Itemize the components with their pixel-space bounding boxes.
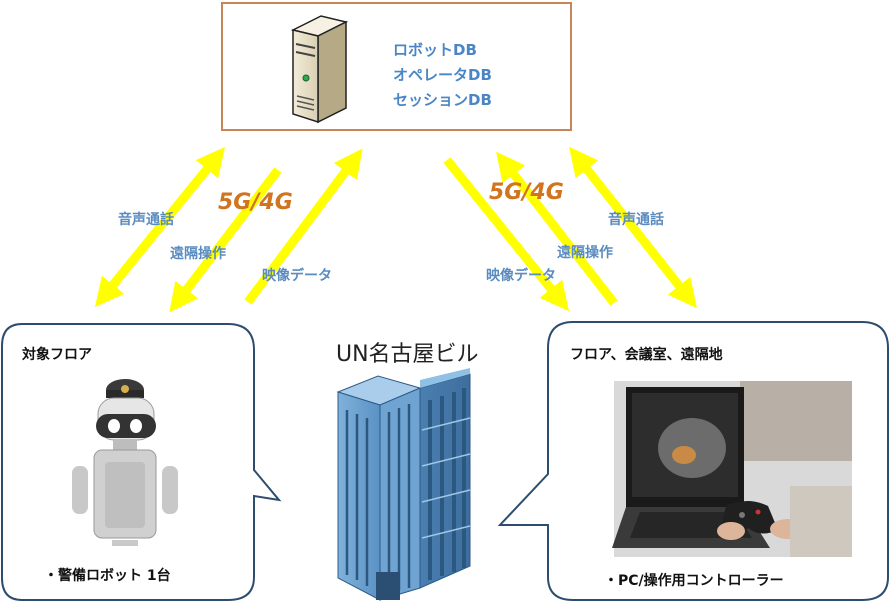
db-robot: ロボットDB <box>393 41 477 59</box>
server-icon <box>290 15 349 124</box>
arrow-video-right <box>443 157 570 312</box>
left-voice-label: 音声通話 <box>118 212 174 228</box>
laptop-controller-image <box>612 381 852 557</box>
left-network-label: 5G/4G <box>218 190 293 215</box>
right-remote-label: 遠隔操作 <box>557 245 613 261</box>
arrow-voice-left <box>94 146 226 308</box>
right-bubble-caption: ・PC/操作用コントローラー <box>604 573 784 589</box>
db-operator: オペレータDB <box>393 66 492 84</box>
server-db-list: ロボットDB オペレータDB セッションDB <box>393 38 492 113</box>
robot-image <box>72 379 178 546</box>
right-bubble-title: フロア、会議室、遠隔地 <box>570 347 723 363</box>
left-bubble-title: 対象フロア <box>22 347 92 363</box>
arrow-remote-left <box>169 167 282 313</box>
building-image <box>336 368 471 601</box>
left-bubble-caption: ・警備ロボット 1台 <box>44 568 171 584</box>
left-video-label: 映像データ <box>262 268 332 284</box>
left-remote-label: 遠隔操作 <box>170 246 226 262</box>
right-video-label: 映像データ <box>486 268 556 284</box>
right-network-label: 5G/4G <box>489 180 564 205</box>
arrow-voice-right <box>569 146 697 309</box>
server-box <box>221 2 572 131</box>
db-session: セッションDB <box>393 91 492 109</box>
building-label: UN名古屋ビル <box>336 342 479 367</box>
right-voice-label: 音声通話 <box>608 212 664 228</box>
arrow-video-left <box>244 148 363 305</box>
